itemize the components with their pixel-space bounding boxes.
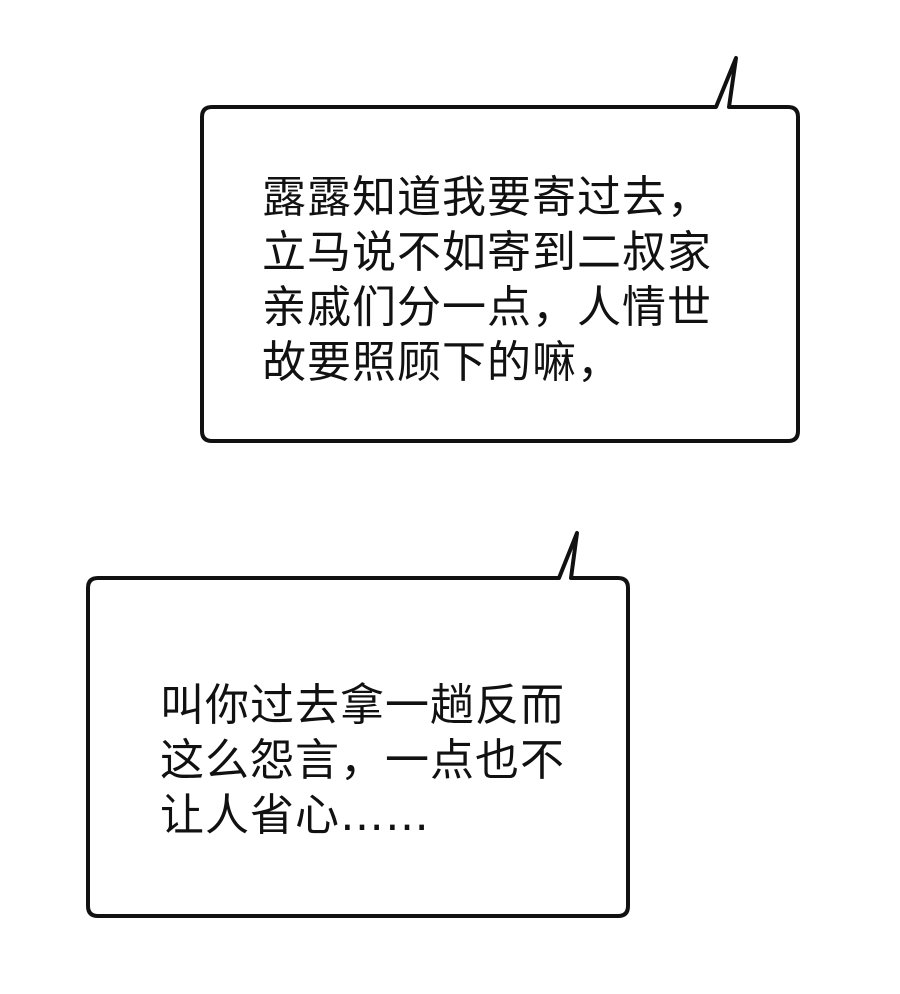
speech-bubble-2-outline (86, 531, 630, 918)
dialogue-line: 亲戚们分一点，人情世 (262, 282, 712, 333)
speech-bubble-1-outline (200, 56, 800, 443)
dialogue-line: 这么怨言，一点也不 (160, 735, 565, 786)
speech-bubble-1-text: 露露知道我要寄过去， 立马说不如寄到二叔家 亲戚们分一点，人情世 故要照顾下的嘛… (262, 170, 712, 390)
speech-bubble-2-text: 叫你过去拿一趟反而 这么怨言，一点也不 让人省心…… (160, 678, 565, 843)
dialogue-line: 叫你过去拿一趟反而 (160, 680, 565, 731)
dialogue-line: 露露知道我要寄过去， (262, 172, 712, 223)
dialogue-line: 让人省心…… (160, 790, 430, 841)
dialogue-line: 故要照顾下的嘛， (262, 337, 622, 388)
dialogue-line: 立马说不如寄到二叔家 (262, 227, 712, 278)
